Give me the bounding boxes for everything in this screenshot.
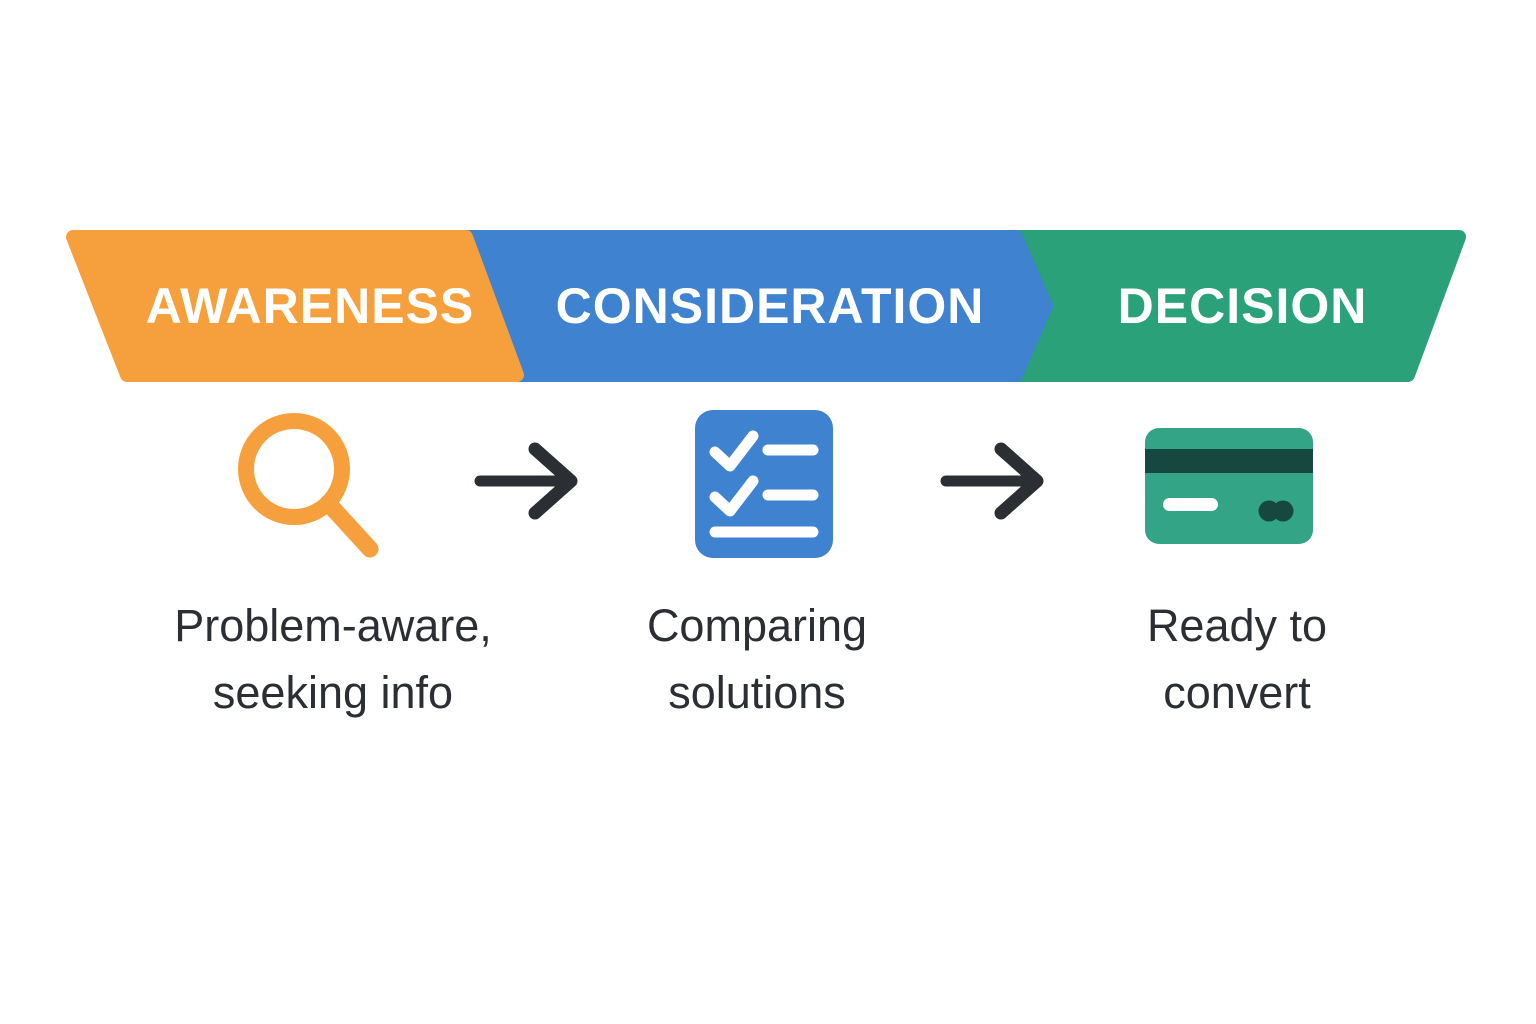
stage-description-awareness: Problem-aware, seeking info [133, 592, 533, 726]
arrow-right-icon [940, 442, 1044, 520]
credit-card-icon [1145, 428, 1313, 544]
checklist-icon [695, 410, 833, 558]
stage-description-decision: Ready to convert [1037, 592, 1437, 726]
description-line: solutions [668, 667, 846, 718]
description-line: convert [1163, 667, 1311, 718]
checklist-check-2 [709, 475, 759, 517]
credit-card-signature [1163, 498, 1218, 511]
description-line: Comparing [646, 600, 868, 651]
arrow-right-icon [474, 442, 578, 520]
credit-card-body [1145, 428, 1313, 544]
stage-label-consideration: CONSIDERATION [555, 278, 985, 334]
search-icon-handle [319, 494, 379, 558]
stage-label-awareness: AWARENESS [145, 278, 475, 334]
checklist-check-1 [709, 430, 759, 472]
stage-label-decision: DECISION [1117, 278, 1368, 334]
stage-description-consideration: Comparing solutions [557, 592, 957, 726]
awareness-segment [66, 230, 524, 382]
description-line: Ready to [1146, 600, 1328, 651]
arrow-head [994, 442, 1044, 520]
search-icon-ring [238, 413, 350, 525]
arrow-head [528, 442, 578, 520]
search-icon [238, 413, 379, 558]
credit-card-stripe [1145, 449, 1313, 473]
description-line: Problem-aware, [174, 600, 492, 651]
credit-card-logo-circle-right [1272, 500, 1294, 522]
description-line: seeking info [212, 667, 454, 718]
